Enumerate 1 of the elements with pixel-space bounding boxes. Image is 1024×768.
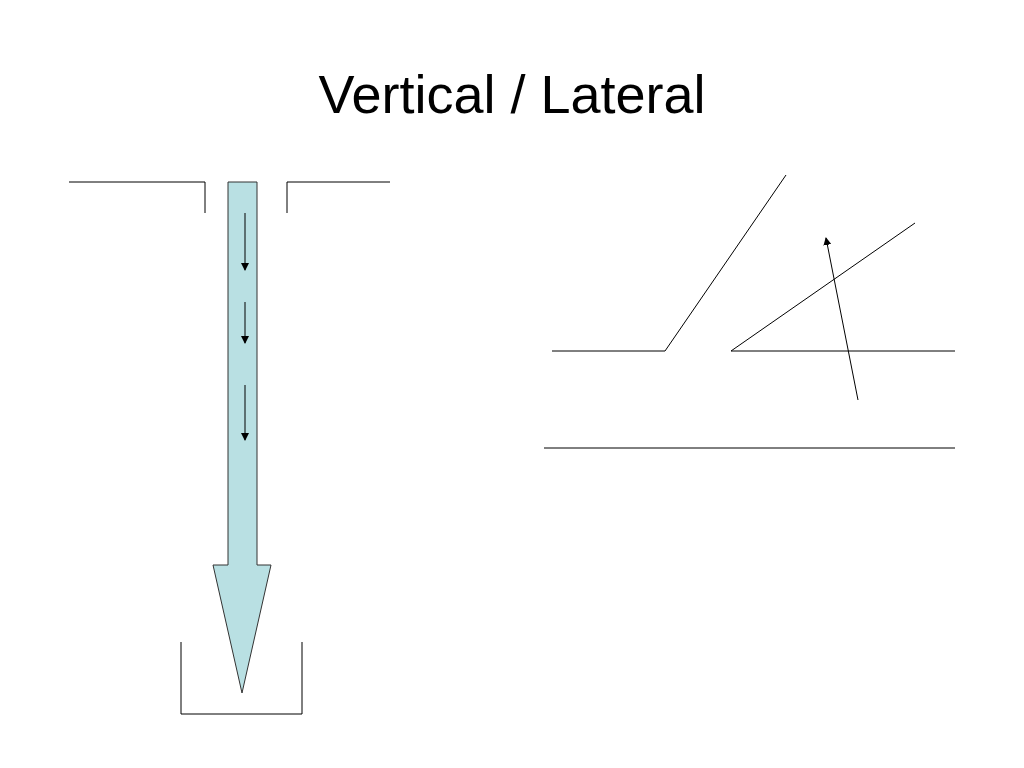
title: Vertical / Lateral (318, 63, 706, 126)
